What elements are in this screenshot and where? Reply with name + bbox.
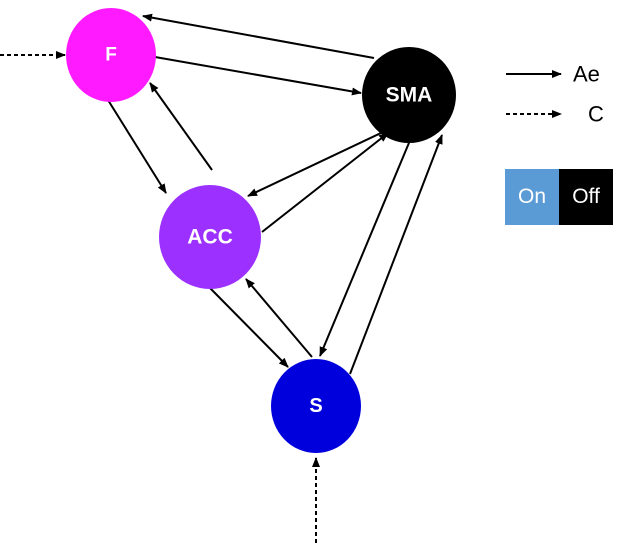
node-sma: SMA	[362, 47, 456, 143]
node-s-label: S	[309, 395, 322, 417]
node-acc: ACC	[159, 185, 261, 289]
edge-acc-to-f	[149, 82, 213, 171]
toggle-off-segment[interactable]: Off	[559, 169, 613, 225]
node-f: F	[66, 8, 156, 102]
edge-s-to-sma	[349, 134, 443, 375]
node-s: S	[271, 359, 361, 453]
edge-sma-to-acc	[247, 131, 384, 197]
on-off-toggle[interactable]: On Off	[505, 169, 613, 225]
legend-solid-label: Ae	[573, 62, 600, 87]
edge-acc-to-sma	[261, 132, 389, 233]
edge-sma-to-s	[319, 137, 412, 357]
edges-layer	[107, 13, 443, 375]
node-sma-label: SMA	[386, 84, 433, 107]
node-acc-label: ACC	[187, 226, 233, 249]
external-inputs-layer	[0, 51, 320, 543]
toggle-on-segment[interactable]: On	[505, 169, 559, 225]
legend-dashed-label: C	[588, 102, 604, 127]
legend: Ae C	[506, 62, 604, 127]
edge-sma-to-f	[142, 13, 375, 59]
edge-f-to-acc	[107, 99, 167, 194]
edge-acc-to-s	[209, 287, 289, 368]
node-f-label: F	[105, 45, 117, 66]
edge-s-to-acc	[245, 278, 313, 358]
edge-f-to-sma	[154, 56, 362, 96]
